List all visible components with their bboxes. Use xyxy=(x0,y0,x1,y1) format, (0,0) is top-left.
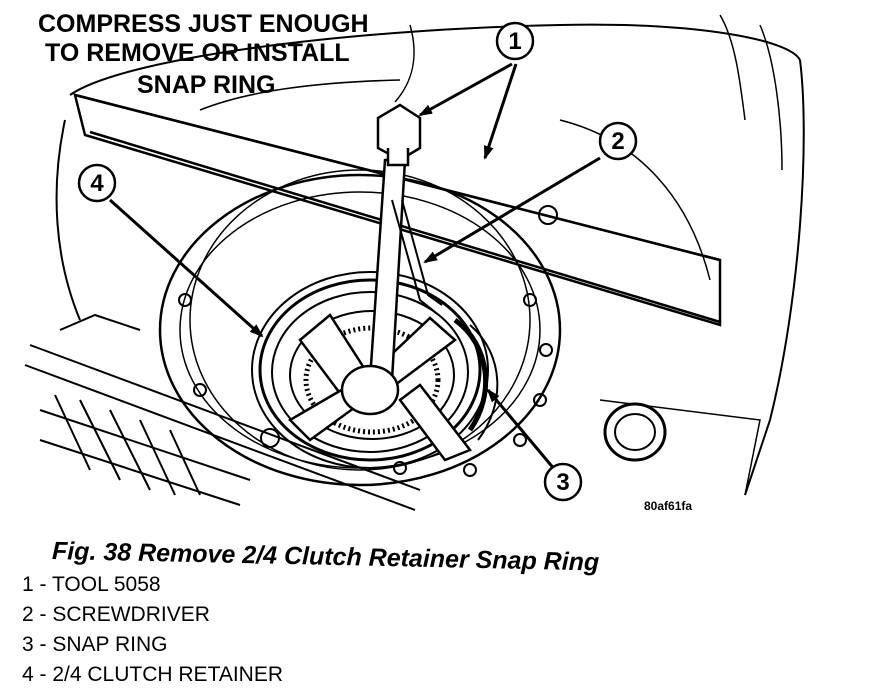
number-2-label: 2 xyxy=(611,128,624,155)
legend-item-2: 2 - SCREWDRIVER xyxy=(22,603,210,626)
legend-item-1: 1 - TOOL 5058 xyxy=(22,573,161,596)
legend-item-2-number: 2 xyxy=(22,603,34,626)
transmission-case xyxy=(55,14,805,496)
screwdriver xyxy=(391,199,443,313)
legend-item-1-number: 1 xyxy=(22,573,34,596)
clutch-retainer xyxy=(251,271,489,469)
leader-lines xyxy=(108,24,601,471)
callout-line-2: TO REMOVE OR INSTALL xyxy=(45,39,350,67)
number-badge-3: 3 xyxy=(543,462,583,502)
figure-code: 80af61fa xyxy=(644,499,692,513)
legend-item-2-label: SCREWDRIVER xyxy=(52,603,210,626)
number-badge-4: 4 xyxy=(77,163,117,203)
legend-item-3-number: 3 xyxy=(22,633,34,656)
legend-item-3: 3 - SNAP RING xyxy=(22,633,168,656)
legend-item-4: 4 - 2/4 CLUTCH RETAINER xyxy=(22,663,284,686)
number-badge-1: 1 xyxy=(495,21,535,61)
legend-item-3-label: SNAP RING xyxy=(52,633,168,656)
legend-item-4-number: 4 xyxy=(22,663,34,686)
callout-line-3: SNAP RING xyxy=(137,71,275,99)
snap-ring xyxy=(453,317,499,441)
case-plug xyxy=(603,402,667,462)
legend-item-4-label: 2/4 CLUTCH RETAINER xyxy=(52,663,284,686)
number-badge-2: 2 xyxy=(598,121,638,161)
number-1-label: 1 xyxy=(508,28,521,55)
legend-item-1-label: TOOL 5058 xyxy=(51,573,161,596)
number-3-label: 3 xyxy=(556,469,569,496)
callout-line-1: COMPRESS JUST ENOUGH xyxy=(38,10,369,38)
number-4-label: 4 xyxy=(90,170,104,197)
legend-list: 1 - TOOL 5058 2 - SCREWDRIVER 3 - SNAP R… xyxy=(22,570,283,690)
bolt-flange xyxy=(158,169,562,487)
